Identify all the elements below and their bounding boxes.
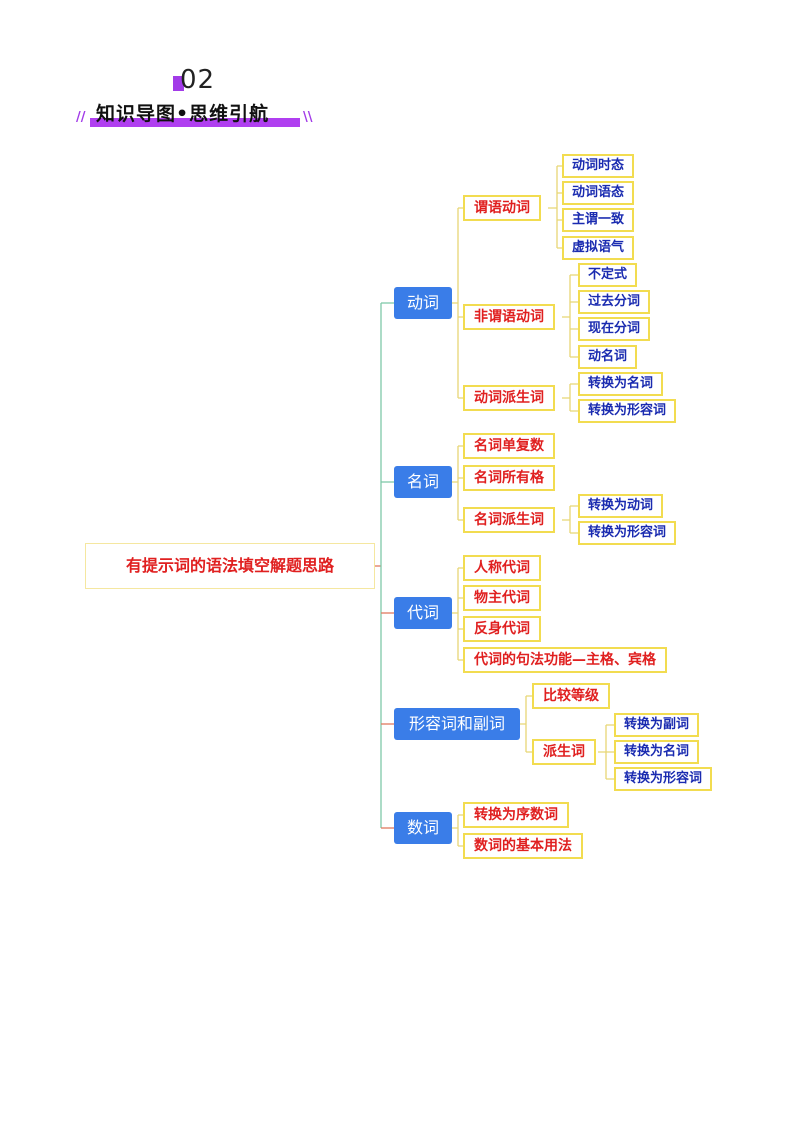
sub-derivatives: 派生词 [532,739,596,765]
leaf-convert-to-adjective: 转换为形容词 [614,767,713,791]
slash-decoration-right: \\ [303,110,313,125]
leaf-convert-to-noun: 转换为名词 [578,372,664,396]
category-verb: 动词 [394,287,452,319]
category-adjective-adverb: 形容词和副词 [394,708,520,740]
slash-decoration-left: // [76,110,86,125]
leaf-subjunctive-mood: 虚拟语气 [562,236,635,260]
sub-non-finite-verb: 非谓语动词 [463,304,555,330]
header-number-accent [173,76,184,91]
sub-finite-verb: 谓语动词 [463,195,541,221]
leaf-convert-to-adjective: 转换为形容词 [578,399,677,423]
sub-personal-pronoun: 人称代词 [463,555,541,581]
category-noun: 名词 [394,466,452,498]
leaf-past-participle: 过去分词 [578,290,651,314]
title-underline-bar [90,118,300,127]
leaf-convert-to-verb: 转换为动词 [578,494,664,518]
category-numeral: 数词 [394,812,452,844]
sub-noun-possessive: 名词所有格 [463,465,555,491]
sub-pronoun-syntax: 代词的句法功能—主格、宾格 [463,647,667,673]
leaf-convert-to-adjective: 转换为形容词 [578,521,677,545]
section-title: 知识导图•思维引航 [96,103,270,125]
sub-comparison-degree: 比较等级 [532,683,610,709]
section-number: 02 [180,65,216,95]
category-pronoun: 代词 [394,597,452,629]
sub-verb-derivatives: 动词派生词 [463,385,555,411]
leaf-convert-to-adverb: 转换为副词 [614,713,700,737]
root-topic: 有提示词的语法填空解题思路 [85,543,375,589]
sub-reflexive-pronoun: 反身代词 [463,616,541,642]
leaf-present-participle: 现在分词 [578,317,651,341]
sub-noun-derivatives: 名词派生词 [463,507,555,533]
leaf-subject-verb-agreement: 主谓一致 [562,208,635,232]
leaf-infinitive: 不定式 [578,263,638,287]
leaf-convert-to-noun: 转换为名词 [614,740,700,764]
sub-possessive-pronoun: 物主代词 [463,585,541,611]
sub-noun-plural: 名词单复数 [463,433,555,459]
leaf-gerund: 动名词 [578,345,638,369]
sub-numeral-basic-usage: 数词的基本用法 [463,833,583,859]
sub-ordinal-conversion: 转换为序数词 [463,802,569,828]
leaf-verb-voice: 动词语态 [562,181,635,205]
leaf-verb-tense: 动词时态 [562,154,635,178]
